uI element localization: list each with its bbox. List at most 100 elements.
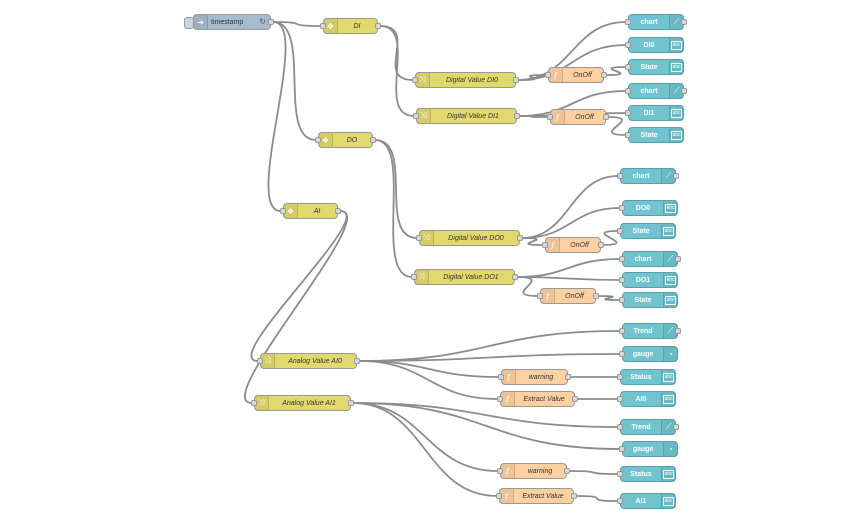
output-port[interactable] <box>375 23 381 29</box>
input-port[interactable] <box>416 235 422 241</box>
output-port[interactable] <box>564 468 570 474</box>
input-port[interactable] <box>497 468 503 474</box>
input-port[interactable] <box>625 88 631 94</box>
wire-dvdo1-t4[interactable] <box>516 276 621 281</box>
node-g0[interactable]: ◔gauge <box>619 346 678 362</box>
input-port[interactable] <box>320 23 326 29</box>
input-port[interactable] <box>625 110 631 116</box>
input-port[interactable] <box>280 208 286 214</box>
input-port[interactable] <box>496 493 502 499</box>
input-port[interactable] <box>619 205 625 211</box>
wire-do-dvdo1[interactable] <box>374 139 413 278</box>
output-port[interactable] <box>603 114 609 120</box>
output-port[interactable] <box>512 274 518 280</box>
node-do[interactable]: ❖DO <box>315 132 376 148</box>
wire-avai1-g1[interactable] <box>352 402 621 450</box>
input-port[interactable] <box>498 374 504 380</box>
output-port[interactable] <box>354 358 360 364</box>
input-port[interactable] <box>625 64 631 70</box>
input-port[interactable] <box>315 137 321 143</box>
input-port[interactable] <box>617 396 623 402</box>
wire-dvdo1-c4[interactable] <box>516 258 621 278</box>
input-port[interactable] <box>411 274 417 280</box>
wire-avai0-ext0[interactable] <box>358 360 499 400</box>
wire-avai0-g0[interactable] <box>358 353 621 362</box>
node-c1[interactable]: ⟋chart <box>625 14 687 30</box>
input-port[interactable] <box>625 132 631 138</box>
output-port[interactable] <box>268 19 274 25</box>
node-c2[interactable]: ⟋chart <box>625 83 687 99</box>
wire-ai-avai0[interactable] <box>250 210 348 362</box>
output-port[interactable] <box>514 113 520 119</box>
wire-dvdo0-t3[interactable] <box>521 207 621 239</box>
wire-dvdo1-onoff4[interactable] <box>516 276 539 297</box>
output-port[interactable] <box>565 374 571 380</box>
input-port[interactable] <box>625 19 631 25</box>
input-port[interactable] <box>251 400 257 406</box>
wire-avai1-warn1[interactable] <box>352 402 499 472</box>
wire-onoff3-s3[interactable] <box>602 230 619 246</box>
node-tr0[interactable]: ⟋Trend <box>619 323 681 339</box>
wire-onoff4-s4[interactable] <box>597 295 621 301</box>
input-port[interactable] <box>617 498 623 504</box>
node-di[interactable]: ❖DI <box>320 18 381 34</box>
output-port[interactable] <box>601 72 607 78</box>
wire-dvdi1-onoff2[interactable] <box>518 115 549 118</box>
wire-warn1-st1[interactable] <box>568 470 619 475</box>
wire-avai1-ext1[interactable] <box>352 402 498 497</box>
output-port[interactable] <box>572 396 578 402</box>
input-port[interactable] <box>619 277 625 283</box>
input-port[interactable] <box>619 256 625 262</box>
input-port[interactable] <box>547 114 553 120</box>
wire-ai-avai1[interactable] <box>244 210 348 404</box>
input-port[interactable] <box>545 72 551 78</box>
output-port[interactable] <box>593 293 599 299</box>
wire-dvdo0-onoff3[interactable] <box>521 237 544 246</box>
wire-di-dvdi1[interactable] <box>379 25 415 117</box>
output-port[interactable] <box>571 493 577 499</box>
node-tr1[interactable]: ⟋Trend <box>617 419 679 435</box>
wire-dvdi0-onoff1[interactable] <box>517 74 547 81</box>
input-port[interactable] <box>619 351 625 357</box>
output-port[interactable] <box>335 208 341 214</box>
wire-ts-do[interactable] <box>272 21 317 141</box>
input-port[interactable] <box>617 228 623 234</box>
output-port[interactable] <box>675 256 681 262</box>
input-port[interactable] <box>617 424 623 430</box>
input-port[interactable] <box>617 374 623 380</box>
node-g1[interactable]: ◔gauge <box>619 441 678 457</box>
input-port[interactable] <box>412 77 418 83</box>
wire-avai0-warn0[interactable] <box>358 360 500 378</box>
output-port[interactable] <box>675 328 681 334</box>
wire-avai1-tr1[interactable] <box>352 402 619 428</box>
input-port[interactable] <box>625 42 631 48</box>
node-ai[interactable]: ❖AI <box>280 203 341 219</box>
wire-do-dvdo0[interactable] <box>374 139 418 239</box>
input-port[interactable] <box>617 173 623 179</box>
node-avai1[interactable]: ⤨Analog Value AI1 <box>251 395 354 411</box>
input-port[interactable] <box>617 471 623 477</box>
node-c3[interactable]: ⟋chart <box>617 168 679 184</box>
input-port[interactable] <box>537 293 543 299</box>
input-port[interactable] <box>619 446 625 452</box>
input-port[interactable] <box>257 358 263 364</box>
wire-avai0-tr0[interactable] <box>358 330 621 362</box>
node-ts[interactable]: ➜timestamp↻ <box>184 14 274 30</box>
output-port[interactable] <box>598 242 604 248</box>
